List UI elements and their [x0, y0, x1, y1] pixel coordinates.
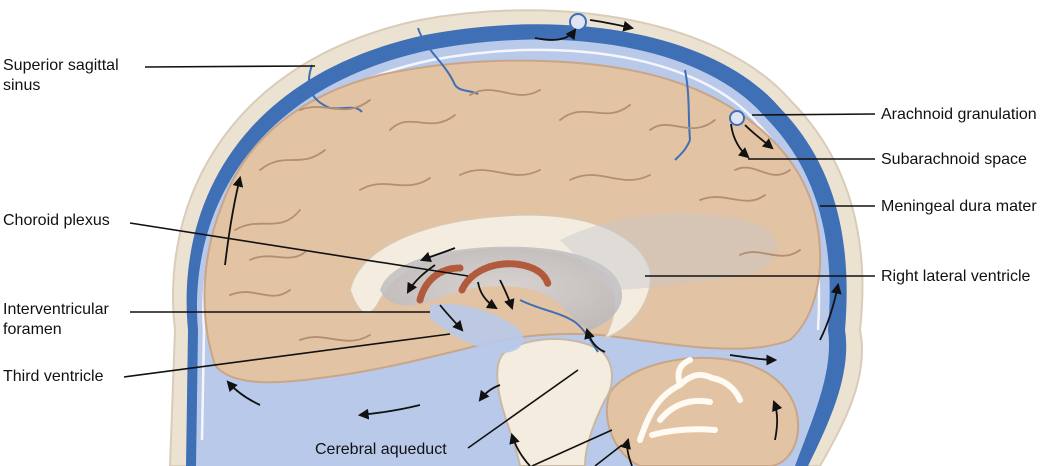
label-right-lateral-ventricle: Right lateral ventricle — [881, 268, 1031, 285]
label-third-ventricle: Third ventricle — [3, 368, 104, 385]
label-subarachnoid-space: Subarachnoid space — [881, 151, 1027, 168]
arbor-vitae — [637, 357, 743, 443]
third-ventricle-shape — [430, 303, 524, 353]
label-interventricular-foramen-line2: foramen — [3, 321, 62, 338]
choroid-plexus-tissue — [416, 260, 552, 304]
label-meningeal-dura-mater: Meningeal dura mater — [881, 198, 1037, 215]
arachnoid-granulation-shapes — [569, 13, 745, 126]
ventricle-extension — [560, 213, 777, 290]
label-cerebral-aqueduct: Cerebral aqueduct — [315, 441, 447, 458]
cortical-sulci — [229, 89, 801, 342]
cerebellum — [605, 356, 800, 466]
label-superior-sagittal-sinus-line1: Superior sagittal — [3, 57, 119, 74]
label-choroid-plexus: Choroid plexus — [3, 212, 110, 229]
label-arachnoid-granulation: Arachnoid granulation — [881, 106, 1037, 123]
lateral-ventricle — [380, 246, 623, 330]
label-interventricular-foramen-line1: Interventricular — [3, 301, 109, 318]
csf-flow-arrows — [224, 19, 842, 466]
leader-lines — [123, 65, 876, 466]
label-superior-sagittal-sinus-line2: sinus — [3, 77, 41, 94]
